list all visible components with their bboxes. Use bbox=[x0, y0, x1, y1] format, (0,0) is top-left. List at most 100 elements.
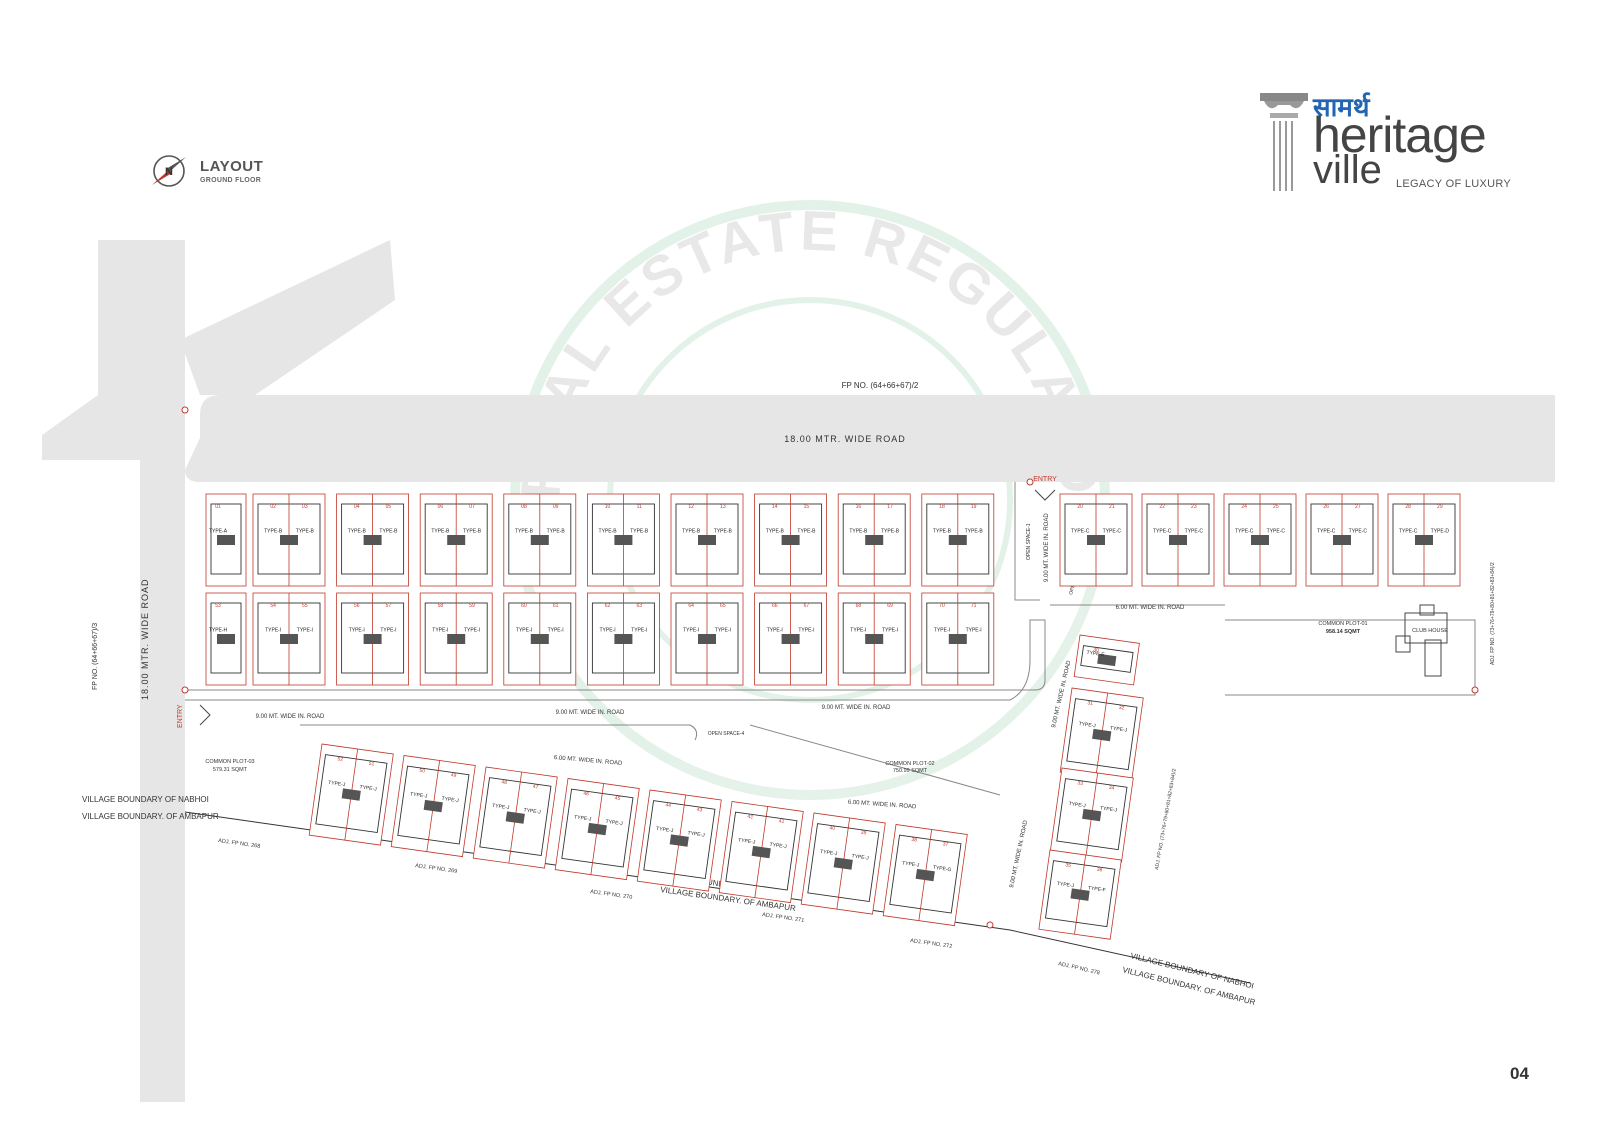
unit-type-label: TYPE-I bbox=[464, 628, 480, 634]
unit-number-label: 21 bbox=[1109, 504, 1115, 510]
unit-number-label: 20 bbox=[1077, 504, 1083, 510]
unit-type-label: TYPE-I bbox=[297, 628, 313, 634]
unit-number-label: 26 bbox=[1323, 504, 1329, 510]
unit-type-label: TYPE-B bbox=[965, 529, 984, 535]
unit-number-label: 07 bbox=[469, 504, 475, 510]
unit-type-label: TYPE-J bbox=[441, 796, 459, 804]
unit-number-label: 52 bbox=[337, 756, 344, 763]
unit-type-label: TYPE-I bbox=[349, 628, 365, 634]
unit-number-label: 08 bbox=[521, 504, 527, 510]
plot-marker bbox=[1471, 686, 1479, 694]
unit-type-label: TYPE-B bbox=[881, 529, 900, 535]
layout-subtitle: GROUND FLOOR bbox=[200, 176, 262, 184]
unit-number-label: 13 bbox=[720, 504, 726, 510]
unit-type-label: TYPE-J bbox=[656, 826, 674, 834]
unit-type-label: TYPE-J bbox=[574, 814, 592, 822]
boundary-ambapur-left: VILLAGE BOUNDARY. OF AMBAPUR bbox=[82, 812, 219, 821]
unit-type-label: TYPE-B bbox=[547, 529, 566, 535]
unit-number-label: 37 bbox=[942, 841, 949, 848]
unit-type-label: TYPE-J bbox=[492, 803, 510, 811]
layout-title: LAYOUT bbox=[200, 157, 264, 175]
unit-type-label: TYPE-C bbox=[1267, 529, 1286, 535]
unit-type-label: TYPE-C bbox=[1153, 529, 1172, 535]
unit-type-label: TYPE-A bbox=[209, 529, 228, 535]
unit-type-label: TYPE-B bbox=[515, 529, 534, 535]
unit-number-label: 50 bbox=[419, 768, 426, 775]
common-plot-3-area: 579.31 SQMT bbox=[213, 767, 248, 773]
adj-fp-right-1: ADJ. FP NO. (73+76+79+80+81+82+83+84)/2 bbox=[1490, 562, 1496, 665]
in-road-9-mid: 9.00 MT. WIDE IN. ROAD bbox=[556, 710, 625, 716]
in-road-9-right: 9.00 MT. WIDE IN. ROAD bbox=[822, 705, 891, 711]
unit-number-label: 46 bbox=[583, 791, 590, 798]
in-road-6-c: 6.00 MT. WIDE IN. ROAD bbox=[1116, 605, 1185, 611]
unit-number-label: 05 bbox=[386, 504, 392, 510]
unit-type-label: TYPE-B bbox=[714, 529, 733, 535]
unit-type-label: TYPE-J bbox=[687, 830, 705, 838]
unit-type-label: TYPE-B bbox=[463, 529, 482, 535]
in-road-6-b: 6.00 MT. WIDE IN. ROAD bbox=[848, 800, 918, 811]
unit-number-label: 44 bbox=[665, 802, 672, 809]
unit-number-label: 38 bbox=[911, 837, 918, 844]
plot-marker bbox=[181, 686, 189, 694]
unit-type-label: TYPE-B bbox=[264, 529, 283, 535]
plot-marker bbox=[181, 406, 189, 414]
unit-number-label: 68 bbox=[856, 603, 862, 609]
adj-fp-269: ADJ. FP NO. 269 bbox=[415, 863, 458, 875]
unit-type-label: TYPE-I bbox=[548, 628, 564, 634]
compass-icon: N bbox=[150, 152, 188, 190]
unit-number-label: 02 bbox=[270, 504, 276, 510]
in-road-9-vert-bottom: 9.00 MT. WIDE IN. ROAD bbox=[1009, 819, 1029, 888]
unit-type-label: TYPE-I bbox=[715, 628, 731, 634]
unit-type-label: TYPE-J bbox=[769, 842, 787, 850]
brand-name-line1: heritage bbox=[1313, 107, 1487, 163]
unit-number-label: 58 bbox=[438, 603, 444, 609]
plot-marker bbox=[986, 921, 994, 929]
common-plot-1-area: 958.14 SQMT bbox=[1326, 629, 1361, 635]
unit-type-label: TYPE-G bbox=[932, 865, 951, 874]
open-space-1: OPEN SPACE-1 bbox=[1026, 523, 1032, 560]
brand-name-line2: ville bbox=[1313, 148, 1382, 192]
unit-number-label: 63 bbox=[636, 603, 642, 609]
unit-number-label: 47 bbox=[532, 784, 539, 791]
layout-header: N LAYOUT GROUND FLOOR bbox=[150, 152, 263, 190]
unit-number-label: 25 bbox=[1273, 504, 1279, 510]
unit-number-label: 15 bbox=[804, 504, 810, 510]
unit-number-label: 33 bbox=[1077, 780, 1084, 787]
unit-type-label: TYPE-J bbox=[1078, 721, 1096, 729]
unit-type-label: TYPE-C bbox=[1185, 529, 1204, 535]
unit-number-label: 17 bbox=[887, 504, 893, 510]
unit-number-label: 42 bbox=[747, 814, 754, 821]
brand-logo: सामर्थ heritage ville LEGACY OF LUXURY bbox=[1258, 88, 1518, 198]
unit-type-label: TYPE-I bbox=[966, 628, 982, 634]
unit-type-label: TYPE-I bbox=[516, 628, 532, 634]
unit-number-label: 36 bbox=[1096, 867, 1103, 874]
unit-type-label: TYPE-F bbox=[1088, 885, 1106, 893]
boundary-nabhoi-left: VILLAGE BOUNDARY OF NABHOI bbox=[82, 795, 209, 804]
left-road-label: 18.00 MTR. WIDE ROAD bbox=[140, 578, 150, 700]
unit-number-label: 12 bbox=[688, 504, 694, 510]
unit-number-label: 43 bbox=[696, 807, 703, 814]
plot-marker bbox=[1026, 478, 1034, 486]
unit-type-label: TYPE-B bbox=[630, 529, 649, 535]
unit-number-label: 28 bbox=[1405, 504, 1411, 510]
unit-number-label: 39 bbox=[860, 830, 867, 837]
unit-number-label: 62 bbox=[605, 603, 611, 609]
entry-top: ENTRY bbox=[1033, 476, 1057, 483]
